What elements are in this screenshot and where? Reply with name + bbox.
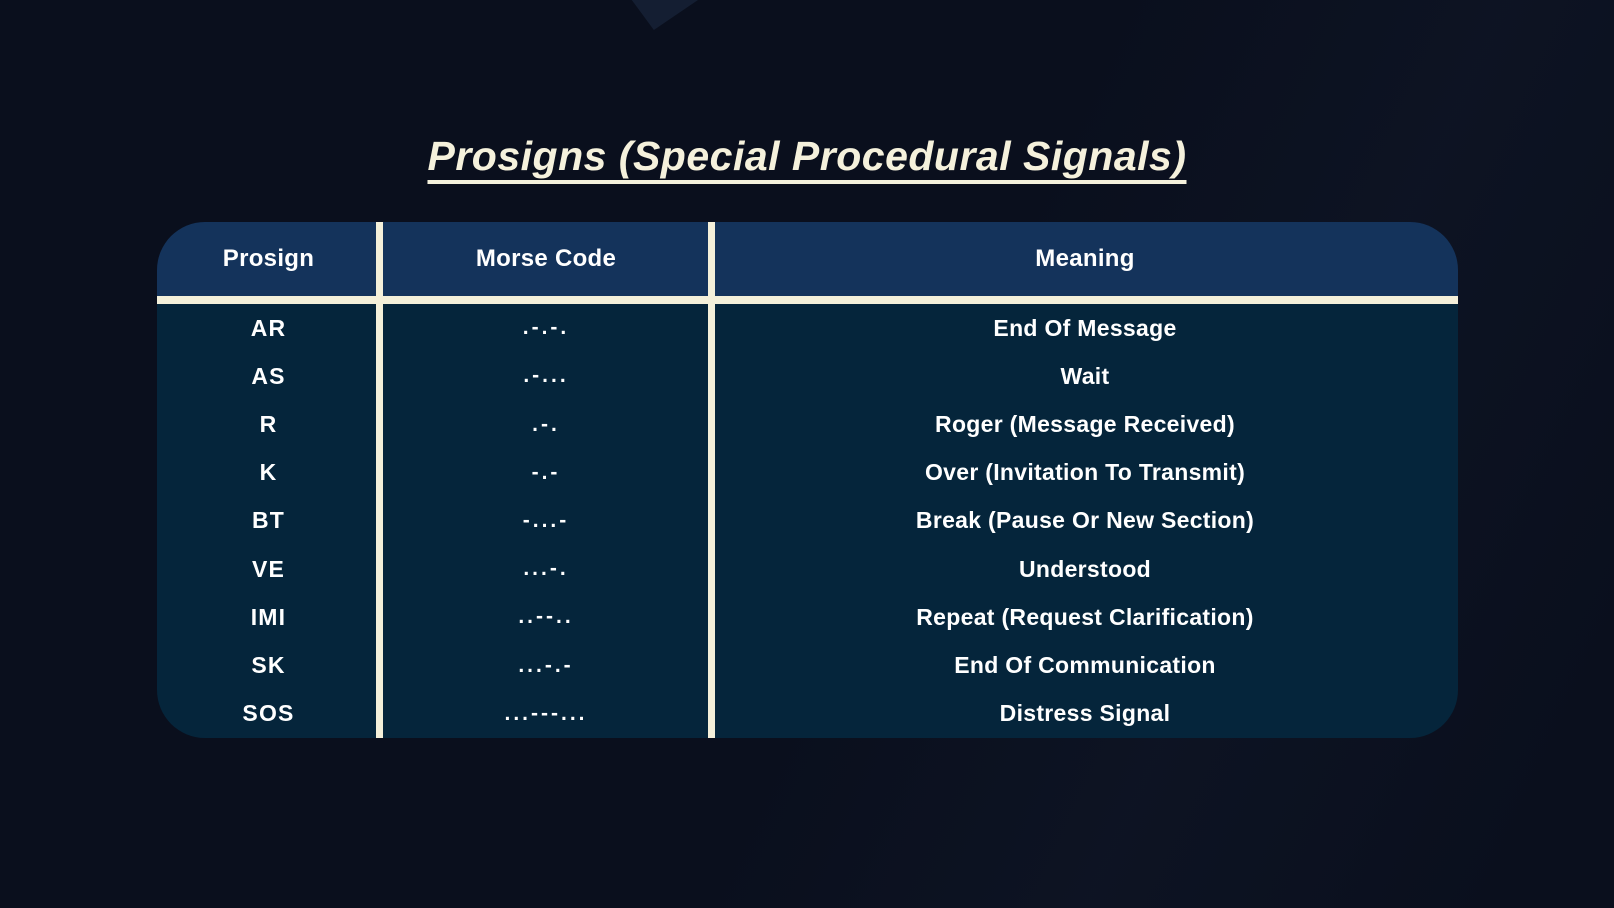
morse-code-cell: .-. [532,412,560,436]
header-divider-line [157,296,1458,304]
table-row: IMI ..--.. Repeat (Request Clarification… [157,593,1458,641]
column-separator [708,222,715,738]
table-row: K -.- Over (Invitation To Transmit) [157,449,1458,497]
prosign-cell: VE [251,555,286,582]
table-row: AR .-.-. End Of Message [157,304,1458,352]
morse-code-cell: ..--.. [518,605,574,629]
morse-code-cell: -...- [522,508,570,532]
table-row: R .-. Roger (Message Received) [157,400,1458,448]
prosign-cell: AR [250,314,287,341]
prosigns-table: Prosign Morse Code Meaning AR .-.-. End … [157,222,1458,738]
column-header-meaning: Meaning [1035,245,1135,272]
table-row: SK ...-.- End Of Communication [157,642,1458,690]
prosign-cell: R [259,411,278,438]
morse-code-cell: .-.-. [522,316,570,340]
meaning-cell: Roger (Message Received) [935,411,1235,438]
morse-code-cell: -.- [531,460,561,484]
background-triangle-decoration [631,0,698,30]
table-row: AS .-... Wait [157,352,1458,400]
table-row: SOS ...---... Distress Signal [157,690,1458,738]
column-separator [376,222,383,738]
prosign-cell: K [259,459,278,486]
prosign-cell: BT [251,507,286,534]
morse-code-cell: .-... [523,364,569,388]
meaning-cell: Over (Invitation To Transmit) [924,459,1246,486]
meaning-cell: End Of Message [993,314,1177,341]
table-body: AR .-.-. End Of Message AS .-... Wait R … [157,304,1458,738]
column-header-prosign: Prosign [222,245,315,272]
morse-code-cell: ...---... [504,701,588,725]
table-header-row: Prosign Morse Code Meaning [157,222,1458,296]
table-row: VE ...-. Understood [157,545,1458,593]
meaning-cell: Distress Signal [999,700,1171,727]
prosign-cell: IMI [250,603,287,630]
column-header-morse-code: Morse Code [475,245,617,272]
meaning-cell: Break (Pause Or New Section) [915,507,1255,534]
prosign-cell: SK [251,652,286,679]
meaning-cell: Understood [1018,555,1152,582]
morse-code-cell: ...-.- [518,653,574,677]
table-row: BT -...- Break (Pause Or New Section) [157,497,1458,545]
prosign-cell: SOS [242,700,295,727]
meaning-cell: Repeat (Request Clarification) [916,603,1254,630]
page-title: Prosigns (Special Procedural Signals) [427,133,1187,180]
meaning-cell: Wait [1060,362,1110,389]
meaning-cell: End Of Communication [954,652,1216,679]
prosign-cell: AS [251,362,286,389]
morse-code-cell: ...-. [523,557,569,581]
